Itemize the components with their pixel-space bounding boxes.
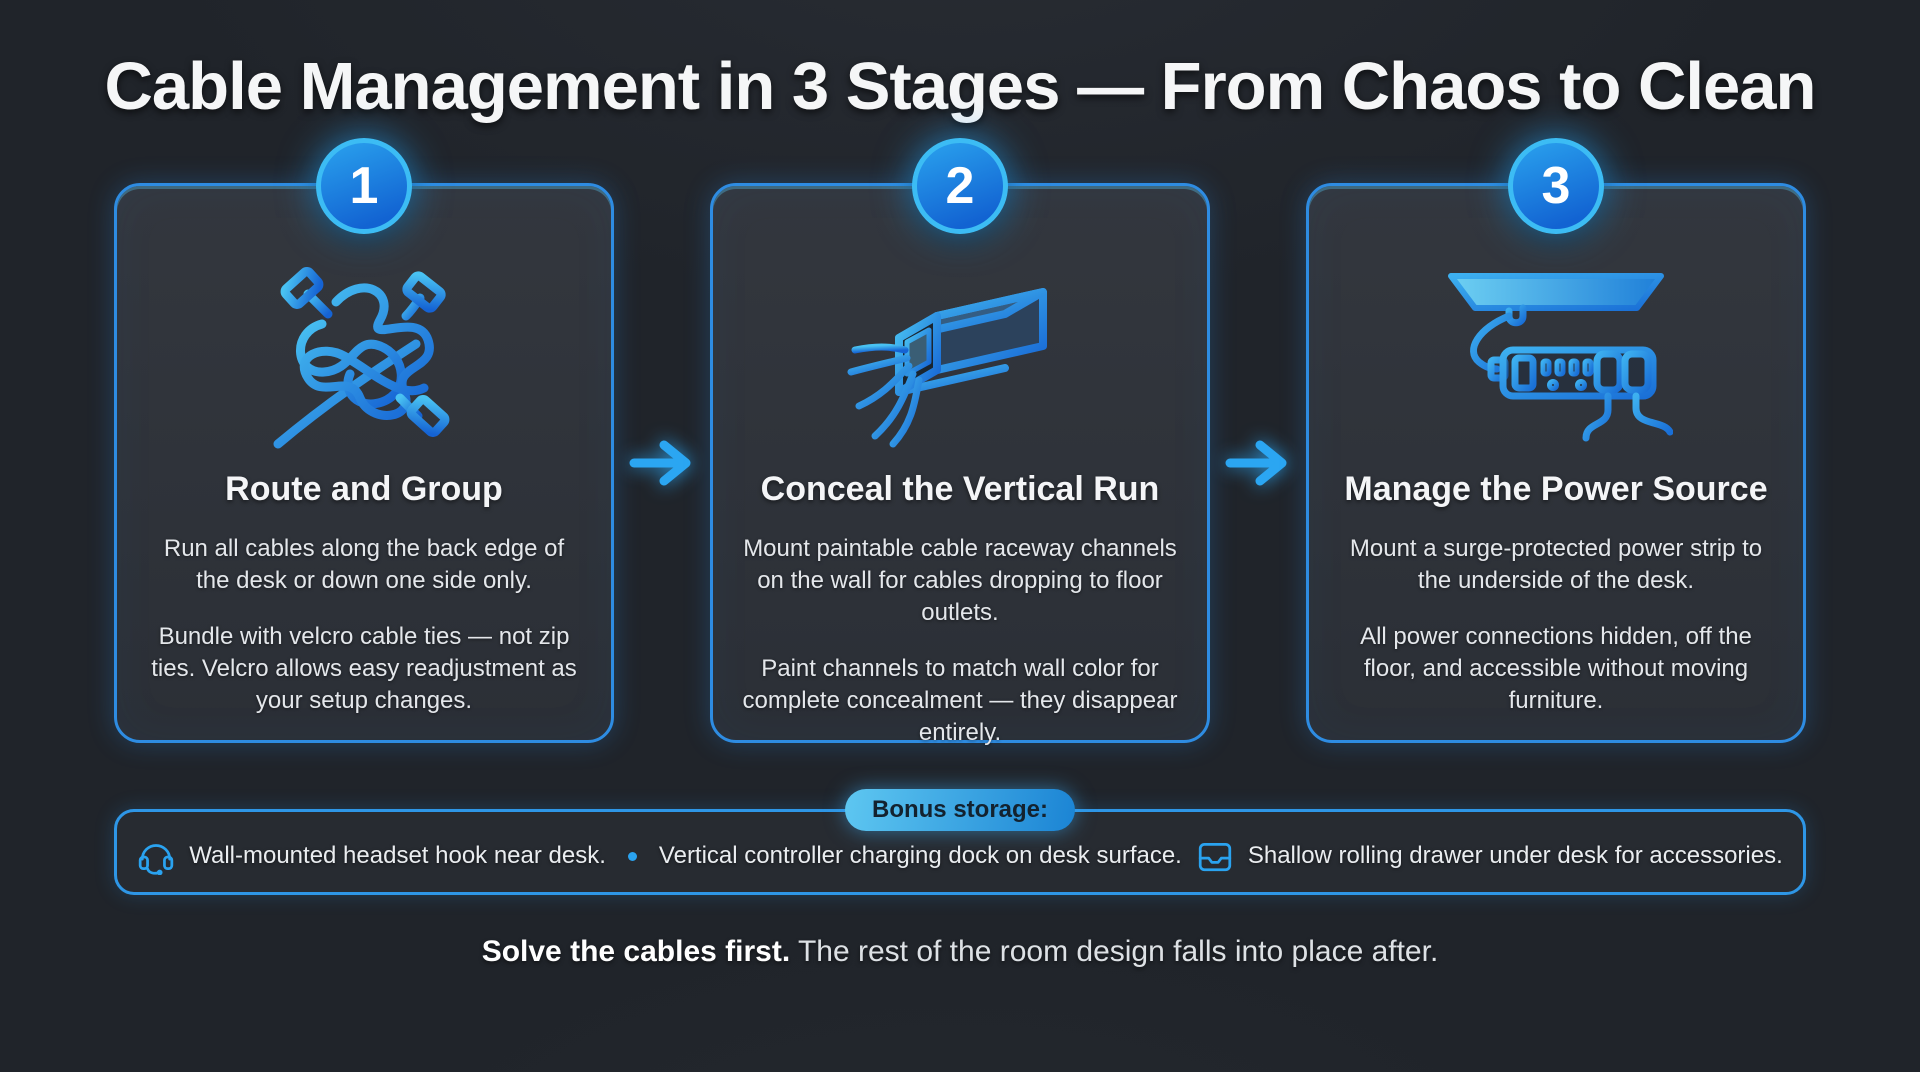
stage-card-2: 2 bbox=[710, 138, 1210, 746]
stage-3-title: Manage the Power Source bbox=[1344, 470, 1768, 508]
bonus-item-text-1: Wall-mounted headset hook near desk. bbox=[189, 842, 606, 869]
bonus-storage-label: Bonus storage: bbox=[844, 789, 1076, 831]
stage-2-number: 2 bbox=[945, 157, 975, 215]
stages-row: 1 bbox=[0, 138, 1920, 746]
stage-3-number: 3 bbox=[1541, 157, 1571, 215]
stage-1-number: 1 bbox=[349, 157, 379, 215]
stage-2-title: Conceal the Vertical Run bbox=[760, 470, 1160, 508]
bonus-item-text-2: Vertical controller charging dock on des… bbox=[658, 842, 1182, 869]
footer-note-bold: Solve the cables first. bbox=[481, 935, 791, 968]
stage-2-number-badge: 2 bbox=[912, 138, 1008, 234]
stage-3-paragraph-1: Mount a surge-protected power strip to t… bbox=[1349, 535, 1763, 594]
cable-raceway-icon bbox=[713, 250, 1207, 458]
stage-2-paragraph-2: Paint channels to match wall color for c… bbox=[742, 655, 1178, 746]
bonus-item-text-3: Shallow rolling drawer under desk for ac… bbox=[1247, 842, 1783, 869]
stage-card-1: 1 bbox=[114, 138, 614, 743]
stage-1-number-badge: 1 bbox=[316, 138, 412, 234]
stage-3-number-badge: 3 bbox=[1508, 138, 1604, 234]
bonus-storage-bar: Bonus storage: Wall-mounted headset hook… bbox=[114, 789, 1806, 895]
bonus-items: Wall-mounted headset hook near desk. Ver… bbox=[137, 829, 1783, 875]
flow-arrow-icon-2 bbox=[1210, 437, 1306, 489]
stage-card-3: 3 bbox=[1306, 138, 1806, 743]
stage-3-paragraph-2: All power connections hidden, off the fl… bbox=[1360, 623, 1752, 714]
bullet-dot-icon bbox=[627, 851, 637, 861]
footer-note-rest: The rest of the room design falls into p… bbox=[790, 935, 1439, 968]
stage-1-title: Route and Group bbox=[225, 470, 503, 508]
stage-1-paragraph-2: Bundle with velcro cable ties — not zip … bbox=[151, 623, 577, 714]
flow-arrow-icon-1 bbox=[614, 437, 710, 489]
stage-1-paragraph-1: Run all cables along the back edge of th… bbox=[163, 535, 565, 594]
headset-icon bbox=[137, 837, 175, 875]
tangled-cables-icon bbox=[117, 250, 611, 458]
footer-note: Solve the cables first. The rest of the … bbox=[0, 935, 1920, 969]
drawer-icon bbox=[1196, 837, 1234, 875]
stage-2-paragraph-1: Mount paintable cable raceway channels o… bbox=[743, 535, 1177, 626]
page-title: Cable Management in 3 Stages — From Chao… bbox=[104, 49, 1817, 124]
power-strip-icon bbox=[1309, 250, 1803, 458]
